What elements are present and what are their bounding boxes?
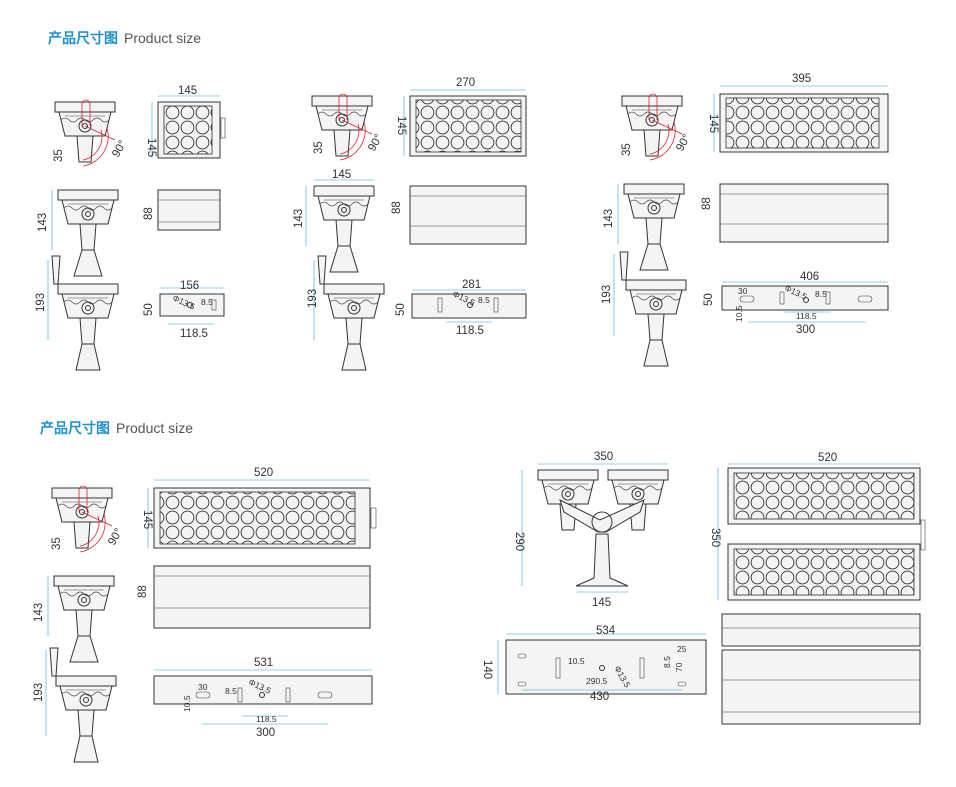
dim-height: 145 [141, 510, 153, 529]
dim-height: 145 [395, 116, 407, 135]
dim-base-height: 50 [395, 303, 407, 316]
dim-hole-distance: 118.5 [796, 311, 817, 321]
dim-hole-distance: 118.5 [256, 714, 277, 724]
dim-bottom-width: 281 [462, 279, 481, 291]
section-title-cn: 产品尺寸图 [48, 31, 118, 47]
dim-bottom-width: 406 [800, 271, 819, 283]
dim-angle: 90° [674, 132, 693, 153]
dim-hole-spacing: 8.5 [225, 686, 237, 696]
dim-side-width: 145 [332, 169, 351, 181]
dim-height: 290 [513, 532, 525, 551]
dim-angle: 90° [106, 526, 125, 547]
dim-angle: 90° [110, 138, 129, 159]
dim-bottom-height: 193 [601, 285, 613, 304]
dim-hole-distance: 118.5 [180, 328, 208, 340]
dim-hole-spacing: 8.5 [201, 297, 213, 307]
dim-bottom-width: 531 [254, 657, 273, 669]
dim-bottom-height: 193 [35, 293, 47, 312]
dim-bottom-height: 193 [307, 289, 319, 308]
dim-slot-distance: 300 [256, 727, 275, 739]
dim-depth: 88 [391, 201, 403, 214]
dim-base-height: 50 [703, 293, 715, 306]
dim-d5: 290.5 [586, 676, 608, 686]
dim-front-height: 350 [709, 528, 721, 547]
dim-front-width: 520 [254, 467, 273, 479]
dim-slot-height: 10.5 [182, 695, 192, 712]
section-title-cn: 产品尺寸图 [40, 421, 110, 437]
dim-offset: 35 [313, 141, 325, 154]
dim-side-height: 143 [603, 209, 615, 228]
dim-slot-height: 10.5 [734, 305, 744, 322]
dim-front-width: 145 [178, 85, 197, 97]
dim-bottom-height: 140 [481, 660, 493, 679]
dim-front-width: 395 [792, 73, 811, 85]
section-title-2: 产品尺寸图 Product size [40, 418, 193, 438]
dim-depth: 88 [143, 207, 155, 220]
dim-bottom-width: 156 [180, 280, 199, 292]
dim-front-width: 520 [818, 452, 837, 464]
section-title-1: 产品尺寸图 Product size [48, 28, 201, 48]
dim-slot-distance: 300 [796, 324, 815, 336]
dim-d7: 430 [590, 691, 609, 703]
dim-depth: 88 [701, 197, 713, 210]
group-2: 35 90° 270 145 145 143 88 193 281 50 Φ13… [293, 77, 527, 370]
group-4: 35 90° 520 145 143 88 193 531 30 10.5 Φ1… [33, 467, 377, 762]
dim-base-height: 50 [143, 303, 155, 316]
dim-front-width: 270 [456, 77, 475, 89]
dim-bottom-width: 534 [596, 625, 616, 637]
dim-bottom-height: 193 [33, 683, 45, 702]
dim-hole-spacing: 8.5 [478, 295, 490, 305]
dim-depth: 88 [137, 585, 149, 598]
group-5: 350 290 145 520 350 534 140 25 8.5 70 10… [481, 451, 926, 725]
dim-side-height: 143 [33, 603, 45, 622]
dim-d1: 25 [677, 644, 687, 654]
dim-offset: 35 [53, 149, 65, 162]
group-3: 35 90° 395 145 143 88 193 406 50 30 10.5… [601, 73, 889, 366]
dim-height: 145 [145, 138, 157, 157]
dim-height: 145 [707, 114, 719, 133]
section-title-en: Product size [124, 30, 202, 46]
dim-hole-distance: 118.5 [456, 325, 484, 337]
section-title-en: Product size [116, 420, 194, 436]
dim-offset: 35 [51, 537, 63, 550]
group-1: 35 90° 145 145 143 88 193 156 50 Φ13.5 8… [35, 85, 226, 370]
dim-offset: 35 [621, 143, 633, 156]
dim-hole-spacing: 8.5 [815, 289, 827, 299]
dim-slot: 30 [198, 682, 208, 692]
dim-slot: 30 [738, 286, 748, 296]
dim-d2: 8.5 [662, 656, 672, 668]
dim-side-height: 143 [293, 209, 305, 228]
dim-d4: 10.5 [568, 656, 585, 666]
dim-base: 145 [592, 597, 611, 609]
dim-angle: 90° [366, 132, 385, 153]
dim-d3: 70 [674, 662, 684, 672]
dim-side-height: 143 [37, 213, 49, 232]
dim-width: 350 [594, 451, 613, 463]
